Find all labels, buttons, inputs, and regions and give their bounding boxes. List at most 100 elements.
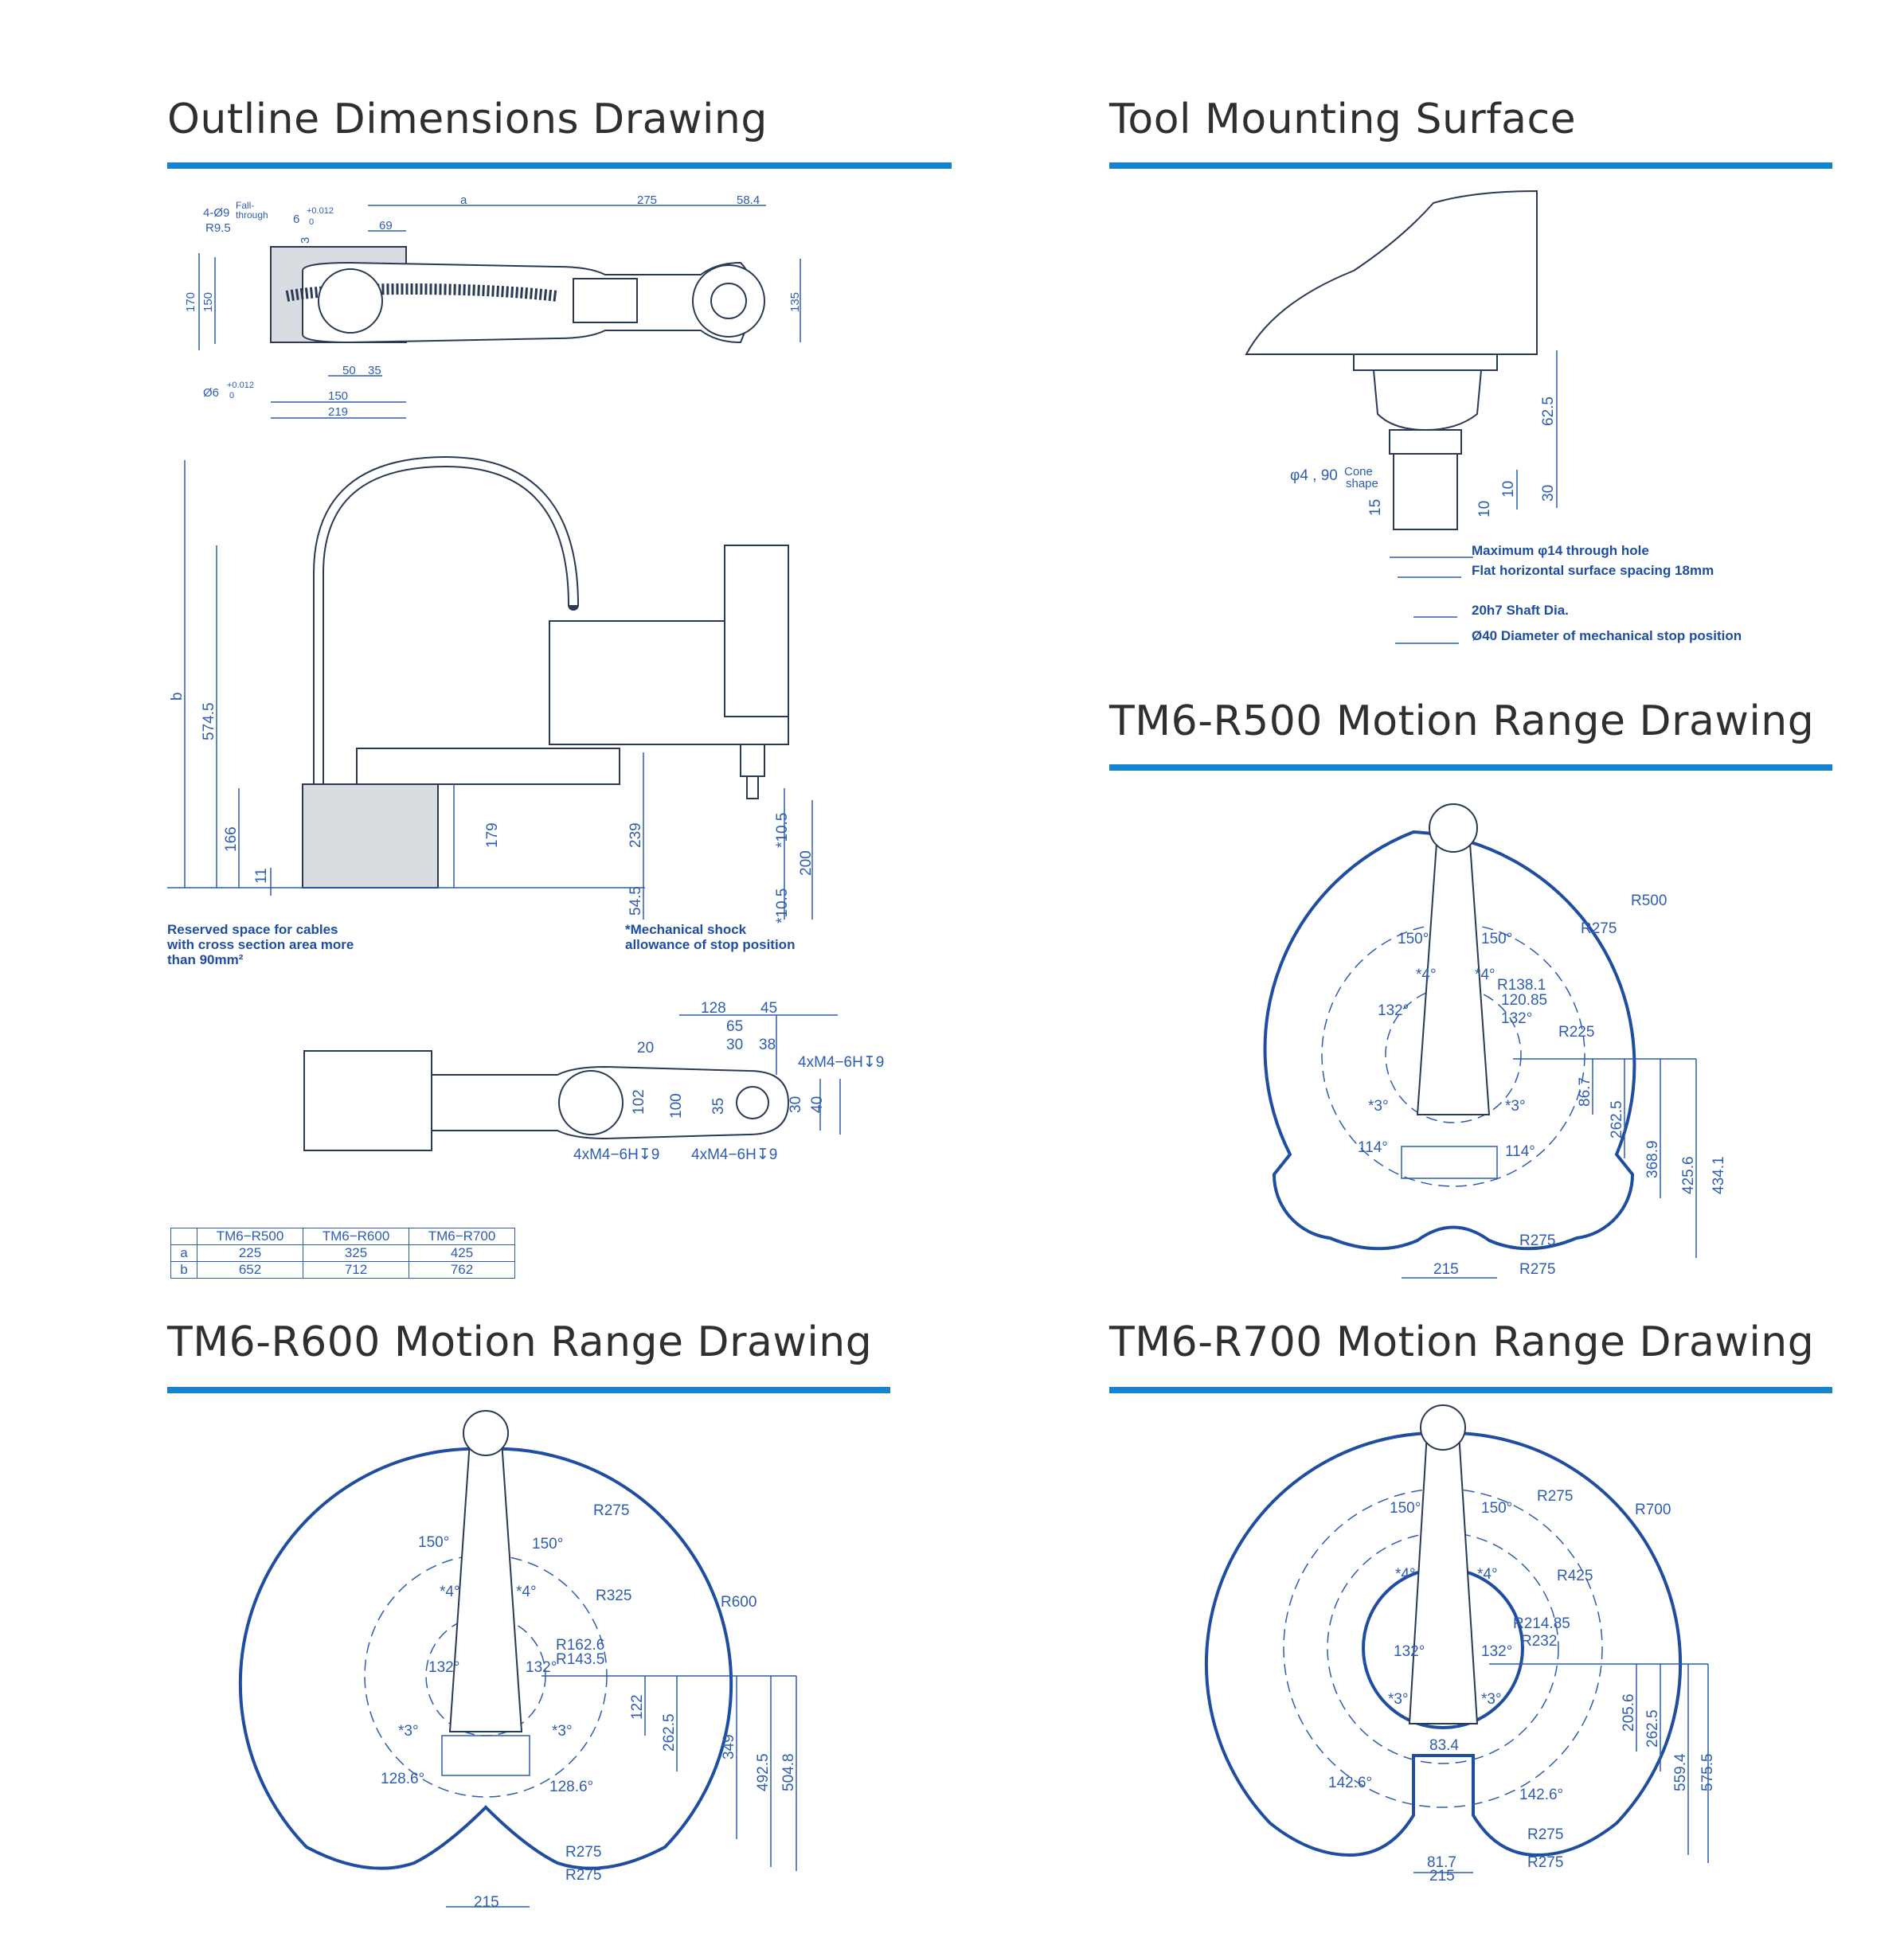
r700-R275b: R275	[1527, 1826, 1563, 1843]
r700-83-4: 83.4	[1429, 1737, 1459, 1754]
outline-side-labels: b 574.5 166 11 179 239 54.5 *10.5 *10.5 …	[166, 692, 815, 967]
outline-dimensions-title: Outline Dimensions Drawing	[167, 96, 768, 143]
outline-bottom-view	[303, 1014, 841, 1151]
dim-30-tool: 30	[1540, 485, 1557, 502]
dim-69: 69	[379, 219, 393, 232]
phi6-label: Ø6	[203, 386, 219, 400]
r500-3b: *3°	[1505, 1098, 1526, 1115]
r700-4a: *4°	[1395, 1566, 1416, 1583]
tol0-label: 0	[309, 217, 314, 227]
r500-R225: R225	[1558, 1024, 1594, 1041]
r500-86-7: 86.7	[1577, 1077, 1593, 1107]
flange	[1372, 369, 1483, 432]
dim-10-5a: *10.5	[774, 813, 791, 848]
r700-142a: 142.6°	[1328, 1775, 1372, 1791]
r700-3a: *3°	[1388, 1691, 1409, 1708]
r600-132b: 132°	[526, 1659, 557, 1676]
tool-note-1: Maximum φ14 through hole	[1472, 543, 1649, 558]
r700-132a: 132°	[1394, 1643, 1425, 1660]
r700-559-4: 559.4	[1672, 1753, 1689, 1791]
dim-54-5: 54.5	[627, 886, 644, 916]
r600-4b: *4°	[516, 1584, 537, 1600]
dim-a: a	[460, 193, 467, 207]
dim-200: 200	[798, 850, 815, 876]
r500-114a: 114°	[1358, 1139, 1388, 1156]
r700-81-7: 81.7	[1427, 1854, 1456, 1871]
header-r700: TM6−R700	[409, 1228, 515, 1245]
dim-3: 3	[299, 237, 312, 244]
pin-label: 6	[293, 213, 299, 226]
through-label: through	[236, 209, 268, 221]
r600-R275: R275	[593, 1502, 629, 1519]
r700-drawing	[1204, 1404, 1709, 1873]
r600-122: 122	[629, 1694, 646, 1720]
r600-132a: 132°	[428, 1659, 459, 1676]
r600-504-8: 504.8	[780, 1753, 797, 1791]
r500-R500: R500	[1631, 892, 1667, 909]
shock-note-1: *Mechanical shock	[625, 922, 747, 937]
r600-150b: 150°	[532, 1536, 563, 1553]
r700-150b: 150°	[1481, 1500, 1512, 1517]
r700-215: 215	[1429, 1868, 1455, 1885]
tool-note-2: Flat horizontal surface spacing 18mm	[1472, 563, 1714, 578]
shock-note-2: allowance of stop position	[625, 937, 795, 952]
tool-mounting-view	[1245, 189, 1558, 644]
tool-labels: 62.5 30 10 10 15 φ4 , 90 Cone shape Maxi…	[1290, 396, 1742, 643]
dim-150h: 150	[328, 389, 348, 403]
r700-labels: R700 R275 R425 R214.85 R232 150° 150° 13…	[1328, 1488, 1716, 1885]
r700-R700: R700	[1635, 1502, 1671, 1518]
r600-492-5: 492.5	[755, 1753, 772, 1791]
r500-R275: R275	[1581, 920, 1617, 937]
r500-4b: *4°	[1475, 967, 1495, 983]
m4-label-b: 4xM4−6H↧9	[573, 1146, 659, 1163]
r700-R275: R275	[1537, 1488, 1573, 1505]
cable-hose	[285, 283, 558, 302]
fall-label: Fall-	[236, 200, 254, 211]
outline-top-view	[198, 205, 801, 419]
r700-R214: R214.85	[1513, 1615, 1570, 1632]
dim-166: 166	[223, 826, 240, 852]
r600-3a: *3°	[398, 1723, 419, 1740]
dim-58-4: 58.4	[737, 193, 760, 207]
r700-575-5: 575.5	[1699, 1753, 1716, 1791]
r500-drawing	[1263, 803, 1697, 1279]
table-row: a 225 325 425	[170, 1244, 515, 1262]
r95-label: R9.5	[205, 221, 231, 235]
dim-20: 20	[637, 1040, 654, 1057]
r500-434-1: 434.1	[1710, 1156, 1727, 1194]
outline-side-view	[167, 455, 813, 920]
joint-panel	[573, 278, 638, 323]
r700-R232: R232	[1521, 1633, 1557, 1650]
outline-bottom-labels: 128 45 65 20 30 38 4xM4−6H↧9 102 100 35 …	[573, 1000, 884, 1163]
spec-table: TM6−R500 TM6−R600 TM6−R700 a 225 325 425…	[170, 1228, 515, 1279]
dim-135: 135	[788, 292, 802, 312]
arm-cover	[1245, 189, 1538, 355]
r500-labels: R500 R275 R138.1 120.85 R225 150° 150° 1…	[1358, 892, 1727, 1278]
r500-150a: 150°	[1398, 931, 1429, 947]
r700-arm	[1408, 1432, 1479, 1724]
r700-150a: 150°	[1390, 1500, 1421, 1517]
dim-30v: 30	[788, 1096, 804, 1113]
r500-150b: 150°	[1481, 931, 1512, 947]
r600-envelope	[238, 1447, 733, 1870]
r500-R275b: R275	[1519, 1232, 1555, 1249]
r600-3b: *3°	[552, 1723, 573, 1740]
spline-shaft	[740, 744, 765, 777]
dim-10b: 10	[1476, 501, 1493, 518]
r500-368-9: 368.9	[1644, 1140, 1661, 1178]
cable-note-2: with cross section area more	[166, 937, 354, 952]
r700-R425: R425	[1557, 1568, 1593, 1584]
r700-3b: *3°	[1481, 1691, 1502, 1708]
dim-10a: 10	[1500, 481, 1517, 498]
cable-note-3: than 90mm²	[167, 952, 244, 967]
holes-label: 4-Ø9	[203, 206, 229, 220]
r500-3a: *3°	[1368, 1098, 1389, 1115]
r500-425-6: 425.6	[1680, 1156, 1697, 1194]
dim-62-5: 62.5	[1540, 396, 1557, 426]
r600-R275c: R275	[565, 1867, 601, 1884]
r500-4a: *4°	[1416, 967, 1437, 983]
r500-120: 120.85	[1501, 992, 1547, 1009]
r500-262-5: 262.5	[1609, 1100, 1625, 1139]
tool-shaft	[1393, 453, 1458, 530]
r600-R275b: R275	[565, 1844, 601, 1861]
